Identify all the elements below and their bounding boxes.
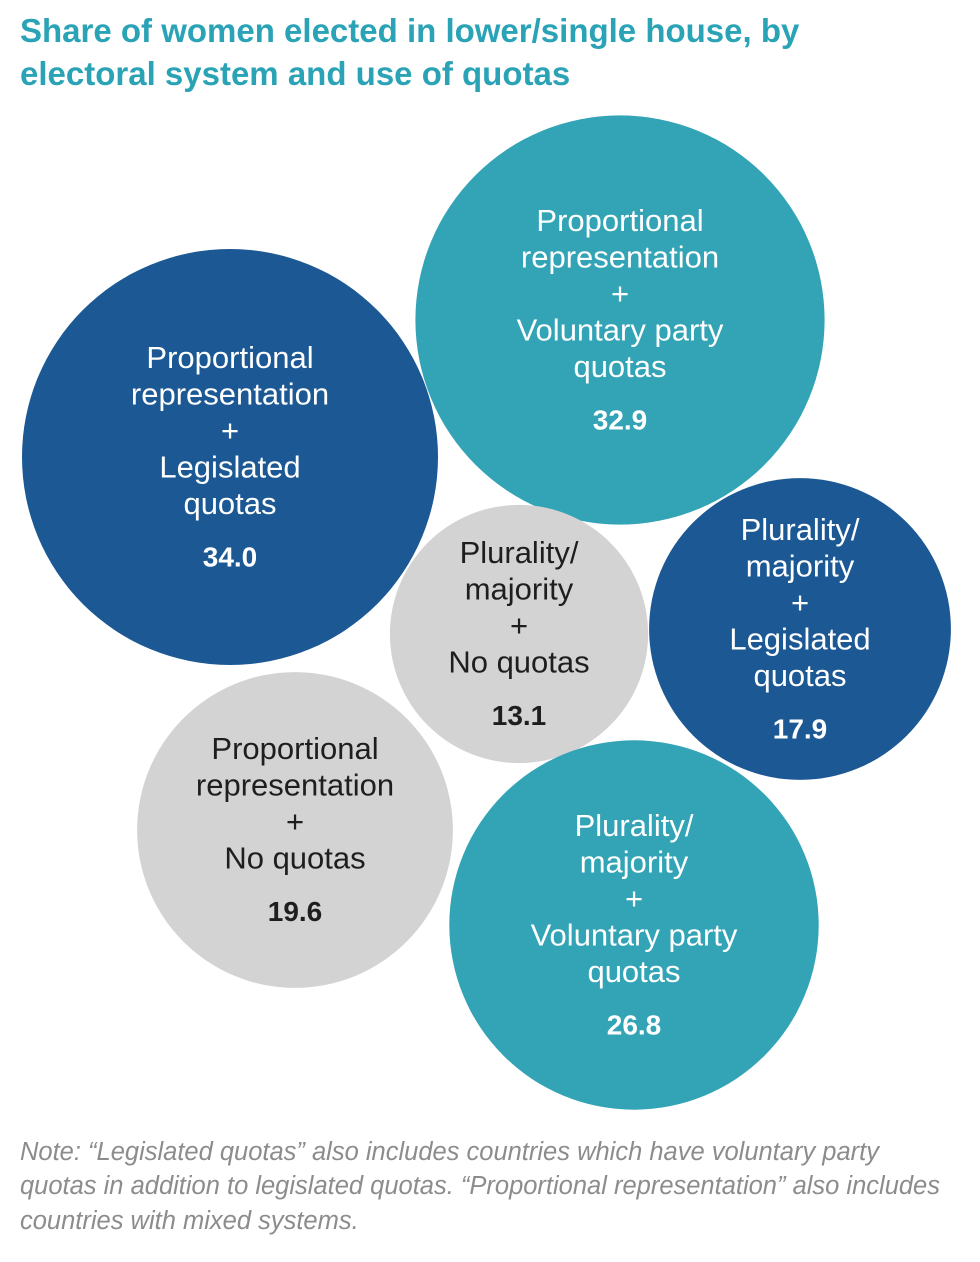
bubble-value-label: 34.0 bbox=[203, 541, 258, 572]
bubble-label-line: representation bbox=[131, 376, 329, 411]
chart-title: Share of women elected in lower/single h… bbox=[20, 12, 800, 92]
bubble-circle bbox=[22, 249, 438, 665]
bubble-label-line: Plurality/ bbox=[575, 808, 694, 843]
bubble-label-line: quotas bbox=[753, 658, 846, 693]
bubble-label-line: Voluntary party bbox=[517, 312, 724, 347]
bubble-value-label: 32.9 bbox=[593, 404, 648, 435]
bubble-label-line: Legislated bbox=[159, 449, 300, 484]
bubble-label-line: representation bbox=[196, 768, 394, 803]
bubble-label-line: Proportional bbox=[536, 203, 703, 238]
bubble-3: Plurality/majority+No quotas 13.1 bbox=[389, 504, 649, 764]
bubble-label-line: Proportional bbox=[211, 731, 378, 766]
bubble-label-line: + bbox=[510, 608, 528, 643]
bubble-value-label: 13.1 bbox=[492, 700, 547, 731]
bubble-label-line: Proportional bbox=[146, 340, 313, 375]
bubble-label-line: majority bbox=[580, 844, 689, 879]
bubble-label-line: + bbox=[286, 804, 304, 839]
bubble-label-line: No quotas bbox=[224, 841, 365, 876]
bubble-circle bbox=[449, 740, 819, 1110]
bubble-circle bbox=[415, 115, 825, 525]
bubble-label-line: majority bbox=[746, 548, 855, 583]
bubble-label-line: + bbox=[625, 881, 643, 916]
bubble-value-label: 19.6 bbox=[268, 896, 323, 927]
bubble-label-line: quotas bbox=[573, 349, 666, 384]
bubble-6: Plurality/majority+Voluntary partyquotas… bbox=[449, 740, 819, 1110]
bubble-circle bbox=[137, 672, 453, 988]
bubble-label-line: + bbox=[221, 413, 239, 448]
bubble-label-line: + bbox=[611, 276, 629, 311]
bubble-value-label: 26.8 bbox=[607, 1009, 662, 1040]
bubble-circle bbox=[649, 478, 951, 780]
bubble-circle bbox=[389, 504, 649, 764]
bubble-label-line: No quotas bbox=[448, 645, 589, 680]
chart-note: Note: “Legislated quotas” also includes … bbox=[20, 1138, 940, 1235]
bubble-label-line: quotas bbox=[587, 954, 680, 989]
bubble-label-line: majority bbox=[465, 572, 574, 607]
bubble-label-line: quotas bbox=[183, 486, 276, 521]
bubble-label-line: Voluntary party bbox=[531, 917, 738, 952]
bubble-label-line: representation bbox=[521, 239, 719, 274]
bubble-label-line: Plurality/ bbox=[741, 512, 860, 547]
bubble-1: Proportionalrepresentation+Legislatedquo… bbox=[22, 249, 438, 665]
bubble-label-line: + bbox=[791, 585, 809, 620]
bubble-label-line: Plurality/ bbox=[460, 535, 579, 570]
bubble-value-label: 17.9 bbox=[773, 713, 828, 744]
bubble-label-line: Legislated bbox=[729, 621, 870, 656]
